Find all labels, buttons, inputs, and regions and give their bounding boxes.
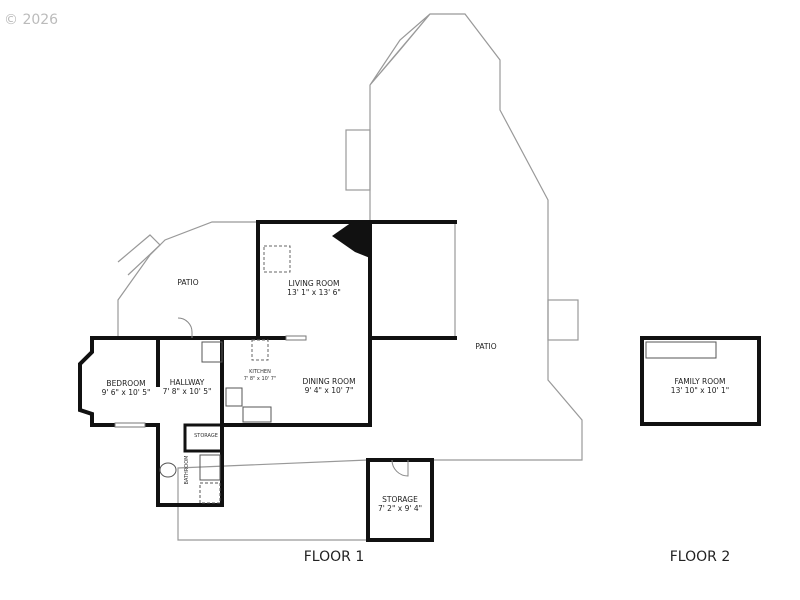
shower <box>199 454 221 481</box>
room-name: BEDROOM <box>106 379 145 388</box>
door <box>391 459 409 477</box>
room-dims: 9' 4" x 10' 7" <box>305 386 354 395</box>
stairs <box>547 299 579 341</box>
floor-label: FLOOR 2 <box>670 549 730 565</box>
floor-label: FLOOR 1 <box>304 549 364 565</box>
stairs <box>645 341 717 359</box>
patio-inner-line <box>177 459 369 541</box>
room-dims: 7' 2" x 9' 4" <box>378 504 422 513</box>
sink <box>242 406 272 423</box>
room-name: FAMILY ROOM <box>674 377 725 386</box>
room-name: BATHROOM <box>184 456 190 485</box>
copyright-watermark: © 2026 <box>4 12 59 28</box>
room-dims: 13' 1" x 13' 6" <box>287 288 341 297</box>
room-name: PATIO <box>177 278 198 287</box>
storage-closet <box>183 423 224 453</box>
storage-walls <box>366 458 434 542</box>
patio-outline-east <box>369 13 583 461</box>
room-dims: 9' 6" x 10' 5" <box>102 388 151 397</box>
fireplace <box>332 222 370 258</box>
room-name: PATIO <box>475 342 496 351</box>
window <box>114 422 146 428</box>
room-name: HALLWAY <box>170 378 205 387</box>
window <box>285 335 307 341</box>
family-room-walls <box>640 336 761 426</box>
stairs <box>201 341 223 363</box>
room-name: KITCHEN <box>249 369 271 375</box>
toilet <box>159 462 177 478</box>
room-name: DINING ROOM <box>302 377 355 386</box>
room-name: STORAGE <box>382 495 418 504</box>
room-dims: 7' 8" x 10' 7" <box>244 376 277 382</box>
skylight <box>199 482 221 504</box>
skylight <box>251 339 269 361</box>
door <box>177 317 193 338</box>
room-dims: 13' 10" x 10' 1" <box>671 386 729 395</box>
patio-stairs-west <box>117 234 161 276</box>
stove <box>225 387 243 407</box>
living-room-walls <box>256 220 372 427</box>
skylight <box>263 245 291 273</box>
stairs <box>345 129 371 191</box>
main-walls <box>78 336 372 507</box>
room-name: LIVING ROOM <box>288 279 339 288</box>
room-name: STORAGE <box>194 433 218 439</box>
room-dims: 7' 8" x 10' 5" <box>163 387 212 396</box>
